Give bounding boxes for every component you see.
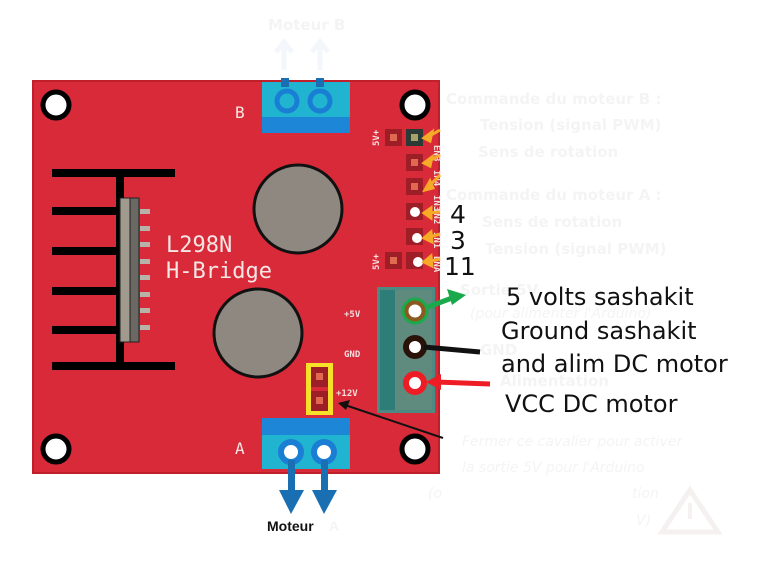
5v-enable-jumper[interactable] — [306, 363, 333, 415]
pin-label-in3: IN3 — [431, 195, 441, 211]
note-jumper-2: la sortie 5V pour l'Arduino — [462, 460, 645, 476]
note-cmd-a-dir: Sens de rotation — [482, 213, 622, 231]
l298n-chip — [119, 197, 150, 343]
note-warn-2: tion — [632, 486, 659, 502]
motor-b-label: Moteur B — [268, 16, 345, 34]
pin-label-enb: ENB — [431, 145, 441, 162]
regulator-label: 5V+ — [372, 129, 382, 146]
mounting-hole-icon — [40, 433, 72, 465]
note-warn-3: V) — [636, 513, 651, 529]
note-cmd-b-dir: Sens de rotation — [478, 143, 618, 161]
note-warn-1: (o — [428, 486, 442, 502]
motor-b-arrows — [274, 37, 330, 70]
connector-b-label: B — [235, 103, 245, 122]
annotation-ground-1: Ground sashakit — [501, 317, 697, 345]
terminal-5v[interactable] — [403, 299, 427, 323]
chip-subtitle: H-Bridge — [166, 259, 272, 284]
pin-number-in2: 4 — [450, 200, 466, 229]
annotation-vcc: VCC DC motor — [505, 390, 678, 418]
note-supply: Alimentation — [500, 372, 609, 390]
pin-label-ena: ENA — [431, 256, 441, 273]
regulator-label: 5V+ — [372, 253, 382, 270]
arrow-5v-icon — [427, 295, 453, 310]
mounting-hole-icon — [399, 433, 431, 465]
pin-label-in2: IN2 — [431, 208, 441, 224]
note-cmd-a-pwm: Tension (signal PWM) — [485, 240, 667, 258]
annotation-ground-2: and alim DC motor — [501, 350, 728, 378]
note-cmd-b-title: Commande du moteur B : — [446, 90, 661, 108]
power-label-5v: +5V — [344, 310, 361, 320]
mounting-hole-icon — [40, 89, 72, 121]
pin-label-in1: IN1 — [431, 232, 441, 248]
pcb-board: L298N H-Bridge B A — [32, 78, 442, 474]
capacitor — [252, 163, 344, 255]
note-gnd: GND — [480, 341, 517, 359]
capacitor — [212, 287, 304, 379]
arrow-vcc-icon — [435, 379, 491, 387]
arrow-jumper-head — [338, 400, 350, 410]
note-out-5v-detail: (pour alimenter l'Arduino) — [470, 306, 651, 322]
arrow-gnd-icon — [423, 344, 481, 355]
pin-arrow-icons — [421, 128, 442, 269]
control-pin-header: 5V+ 5V+ ENB IN4 IN3 IN2 IN1 ENA — [372, 129, 441, 273]
arrow-jumper-icon — [344, 404, 444, 439]
motor-a-arrows — [279, 460, 337, 514]
power-label-gnd: GND — [344, 350, 361, 360]
connector-a-label: A — [235, 439, 245, 458]
note-cmd-a-title: Commande du moteur A : — [446, 186, 662, 204]
note-jumper-1: Fermer ce cavalier pour activer — [462, 434, 683, 450]
power-label-12v: +12V — [336, 389, 358, 399]
faded-notes: Moteur B Commande du moteur B : Tension … — [268, 16, 723, 535]
note-out-5v: Sortie 5V — [460, 281, 539, 299]
mounting-hole-icon — [399, 89, 431, 121]
warning-icon — [657, 485, 723, 535]
annotation-5v: 5 volts sashakit — [506, 283, 694, 311]
power-terminal-block[interactable] — [377, 287, 435, 413]
arrow-5v-head — [447, 289, 466, 305]
motor-a-label: Moteur — [267, 518, 314, 534]
terminal-block-a[interactable] — [262, 418, 350, 469]
arrow-vcc-head — [426, 374, 441, 390]
terminal-block-b[interactable] — [262, 78, 350, 133]
terminal-12v[interactable] — [403, 371, 427, 395]
pin-number-ena: 11 — [444, 252, 476, 281]
note-cmd-b-pwm: Tension (signal PWM) — [480, 116, 662, 134]
motor-a-suffix: A — [329, 518, 339, 534]
chip-name: L298N — [166, 233, 232, 258]
terminal-gnd[interactable] — [403, 335, 427, 359]
pin-number-in1: 3 — [450, 226, 466, 255]
